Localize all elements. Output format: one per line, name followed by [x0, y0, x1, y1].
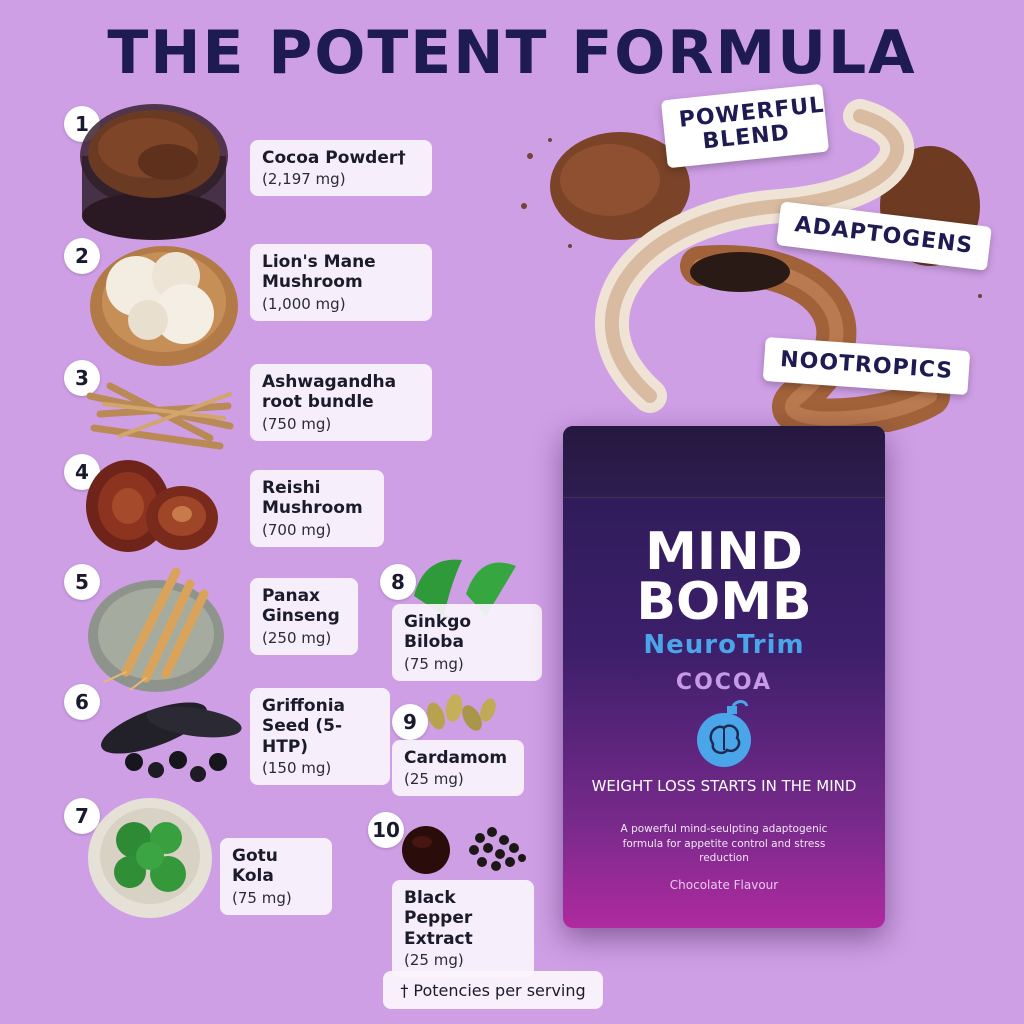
ingredient-number-7: 7	[64, 798, 100, 834]
ingredient-dose: (25 mg)	[404, 770, 464, 789]
ingredient-number-10: 10	[368, 812, 404, 848]
flavor-name: COCOA	[675, 670, 773, 695]
ingredient-name: Black Pepper Extract	[404, 888, 473, 949]
ingredient-dose: (75 mg)	[404, 654, 464, 673]
ginseng-root-icon	[88, 567, 224, 692]
griffonia-seed-icon	[101, 702, 242, 782]
ingredient-number-6: 6	[64, 684, 100, 720]
ingredient-label-8: Ginkgo Biloba (75 mg)	[392, 604, 542, 681]
ingredient-dose: (700 mg)	[262, 520, 332, 539]
brand-line-2: BOMB	[636, 572, 812, 632]
page-title: THE POTENT FORMULA	[107, 18, 917, 88]
ingredient-dose: (250 mg)	[262, 628, 332, 647]
ingredient-label-5: Panax Ginseng (250 mg)	[250, 578, 358, 655]
flavour-note: Chocolate Flavour	[669, 878, 779, 892]
brand-line-1: MIND	[645, 522, 803, 582]
reishi-mushroom-icon	[86, 460, 218, 552]
gotu-kola-leaf-icon	[88, 798, 212, 918]
cocoa-swirl-illustration	[521, 99, 982, 432]
cocoa-powder-bowl-icon	[80, 104, 228, 240]
ingredient-dose: (25 mg)	[404, 951, 464, 970]
ingredient-number-5: 5	[64, 564, 100, 600]
product-pouch: MIND BOMB NeuroTrim COCOA WEIGHT LOSS ST…	[563, 426, 885, 928]
ingredient-number-3: 3	[64, 360, 100, 396]
ingredient-name: Ashwagandha root bundle	[262, 372, 397, 413]
ingredient-dose: (150 mg)	[262, 759, 332, 778]
ingredient-number-8: 8	[380, 564, 416, 600]
lions-mane-mushroom-icon	[90, 246, 238, 366]
ingredient-label-1: Cocoa Powder† (2,197 mg)	[250, 140, 432, 197]
ingredient-name: Lion's Mane Mushroom	[262, 252, 376, 293]
ingredient-name: Cocoa Powder†	[262, 148, 406, 168]
brain-bomb-icon	[697, 700, 751, 767]
ingredient-number-1: 1	[64, 106, 100, 142]
ingredient-dose: (75 mg)	[232, 888, 292, 907]
ingredient-name: Panax Ginseng	[262, 586, 340, 627]
ingredient-label-6: Griffonia Seed (5-HTP) (150 mg)	[250, 688, 390, 786]
ingredient-label-2: Lion's Mane Mushroom (1,000 mg)	[250, 244, 432, 321]
ingredient-dose: (1,000 mg)	[262, 294, 346, 313]
ingredient-name: Cardamom	[404, 748, 508, 768]
cardamom-pod-icon	[427, 694, 496, 731]
pouch-description: A powerful mind-seulpting adaptogenic fo…	[620, 823, 828, 865]
ingredient-name: Griffonia Seed (5-HTP)	[262, 696, 346, 757]
ingredient-dose: (750 mg)	[262, 414, 332, 433]
ingredient-label-4: Reishi Mushroom (700 mg)	[250, 470, 384, 547]
ingredient-label-10: Black Pepper Extract (25 mg)	[392, 880, 534, 978]
black-pepper-icon	[402, 826, 526, 874]
ingredient-label-3: Ashwagandha root bundle (750 mg)	[250, 364, 432, 441]
pouch-tagline: WEIGHT LOSS STARTS IN THE MIND	[591, 777, 857, 795]
potency-footnote: † Potencies per serving	[383, 971, 603, 1009]
ingredient-label-9: Cardamom (25 mg)	[392, 740, 524, 797]
sub-brand: NeuroTrim	[643, 630, 805, 660]
ingredient-name: Gotu Kola	[232, 846, 278, 887]
ingredient-number-9: 9	[392, 704, 428, 740]
ingredient-number-2: 2	[64, 238, 100, 274]
ingredient-dose: (2,197 mg)	[262, 170, 346, 189]
ingredient-name: Ginkgo Biloba	[404, 612, 472, 653]
ingredient-label-7: Gotu Kola (75 mg)	[220, 838, 332, 915]
pouch-seal	[563, 426, 885, 498]
ashwagandha-root-icon	[86, 382, 234, 450]
ingredient-name: Reishi Mushroom	[262, 478, 363, 519]
